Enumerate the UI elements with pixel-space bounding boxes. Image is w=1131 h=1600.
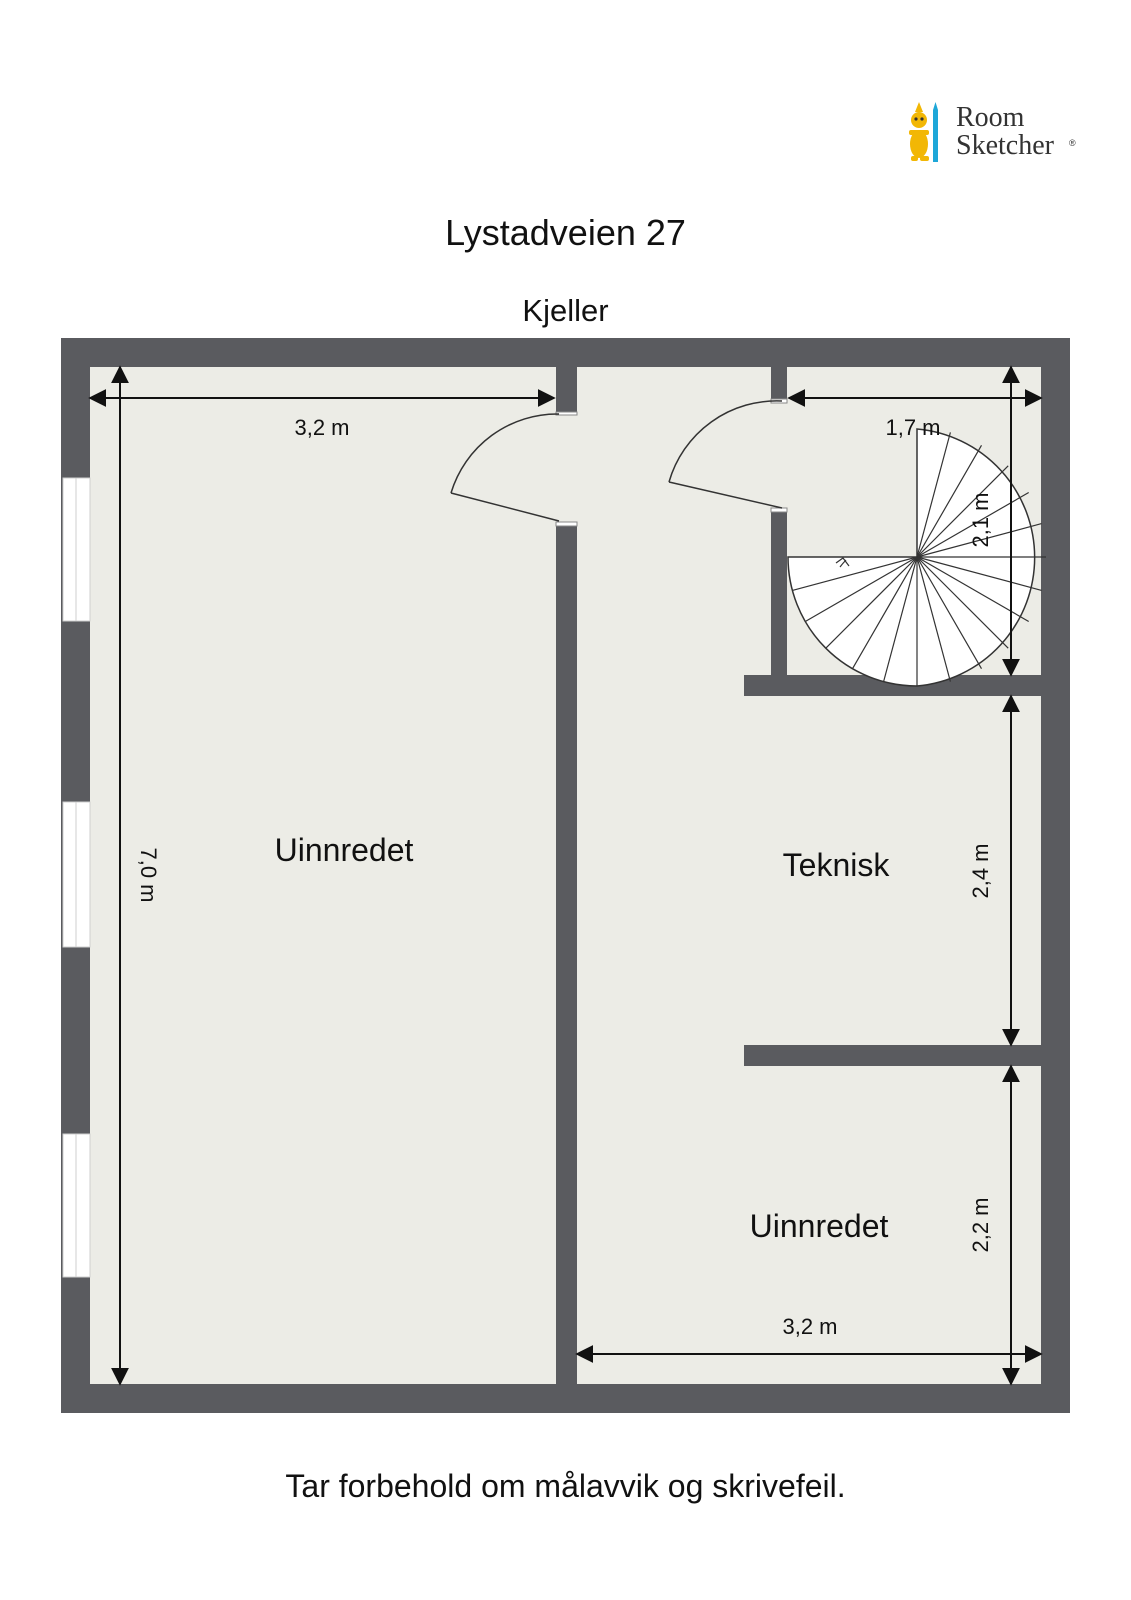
stair-tread [916,556,1009,649]
stair-tread [883,556,918,682]
wall-segment [771,367,787,399]
dim-small-room-height: 2,2 m [968,1197,993,1252]
stair-tread [916,556,951,682]
dim-bottom-width: 3,2 m [782,1314,837,1339]
stair-tread [916,523,1042,558]
room-label-teknisk: Teknisk [783,847,891,883]
spiral-staircase [787,428,1046,687]
wall-teknisk-bottom [744,1045,1041,1066]
stair-tread [825,556,918,649]
stair-tread [916,432,951,558]
room-label-uinnredet-large: Uinnredet [275,832,414,868]
dim-left-height: 7,0 m [136,847,161,902]
wall-stair-bottom [744,675,1041,696]
stair-tread [916,444,983,558]
logo-line-room: Room [956,102,1025,133]
logo-wordmark: Room Sketcher [956,104,1054,160]
stair-tread [916,556,983,670]
wall-segment [556,367,577,414]
dimension-lines [88,365,1043,1386]
dim-top-left-width: 3,2 m [294,415,349,440]
dim-top-right-width: 1,7 m [885,415,940,440]
roomsketcher-logo: Room Sketcher ® [905,100,1085,170]
stair-tread [916,465,1009,558]
room-label-uinnredet-small: Uinnredet [750,1208,889,1244]
logo-line-sketcher: Sketcher [956,130,1054,161]
disclaimer-text: Tar forbehold om målavvik og skrivefeil. [285,1468,846,1504]
stair-tread [851,556,918,670]
dim-stair-height: 2,1 m [968,492,993,547]
windows [62,477,91,1278]
stair-tread [916,556,1042,591]
stair-tread [792,556,918,591]
dim-teknisk-height: 2,4 m [968,843,993,898]
page-title: Lystadveien 27 [445,212,686,253]
door-stair [668,398,788,513]
door-left [450,411,578,527]
wall-partition-center [556,526,577,1384]
roomsketcher-mascot-icon [909,102,938,162]
wall-stair-side [771,512,787,675]
registered-mark: ® [1069,138,1076,148]
floor-name: Kjeller [522,293,609,328]
stair-tread [804,556,918,623]
